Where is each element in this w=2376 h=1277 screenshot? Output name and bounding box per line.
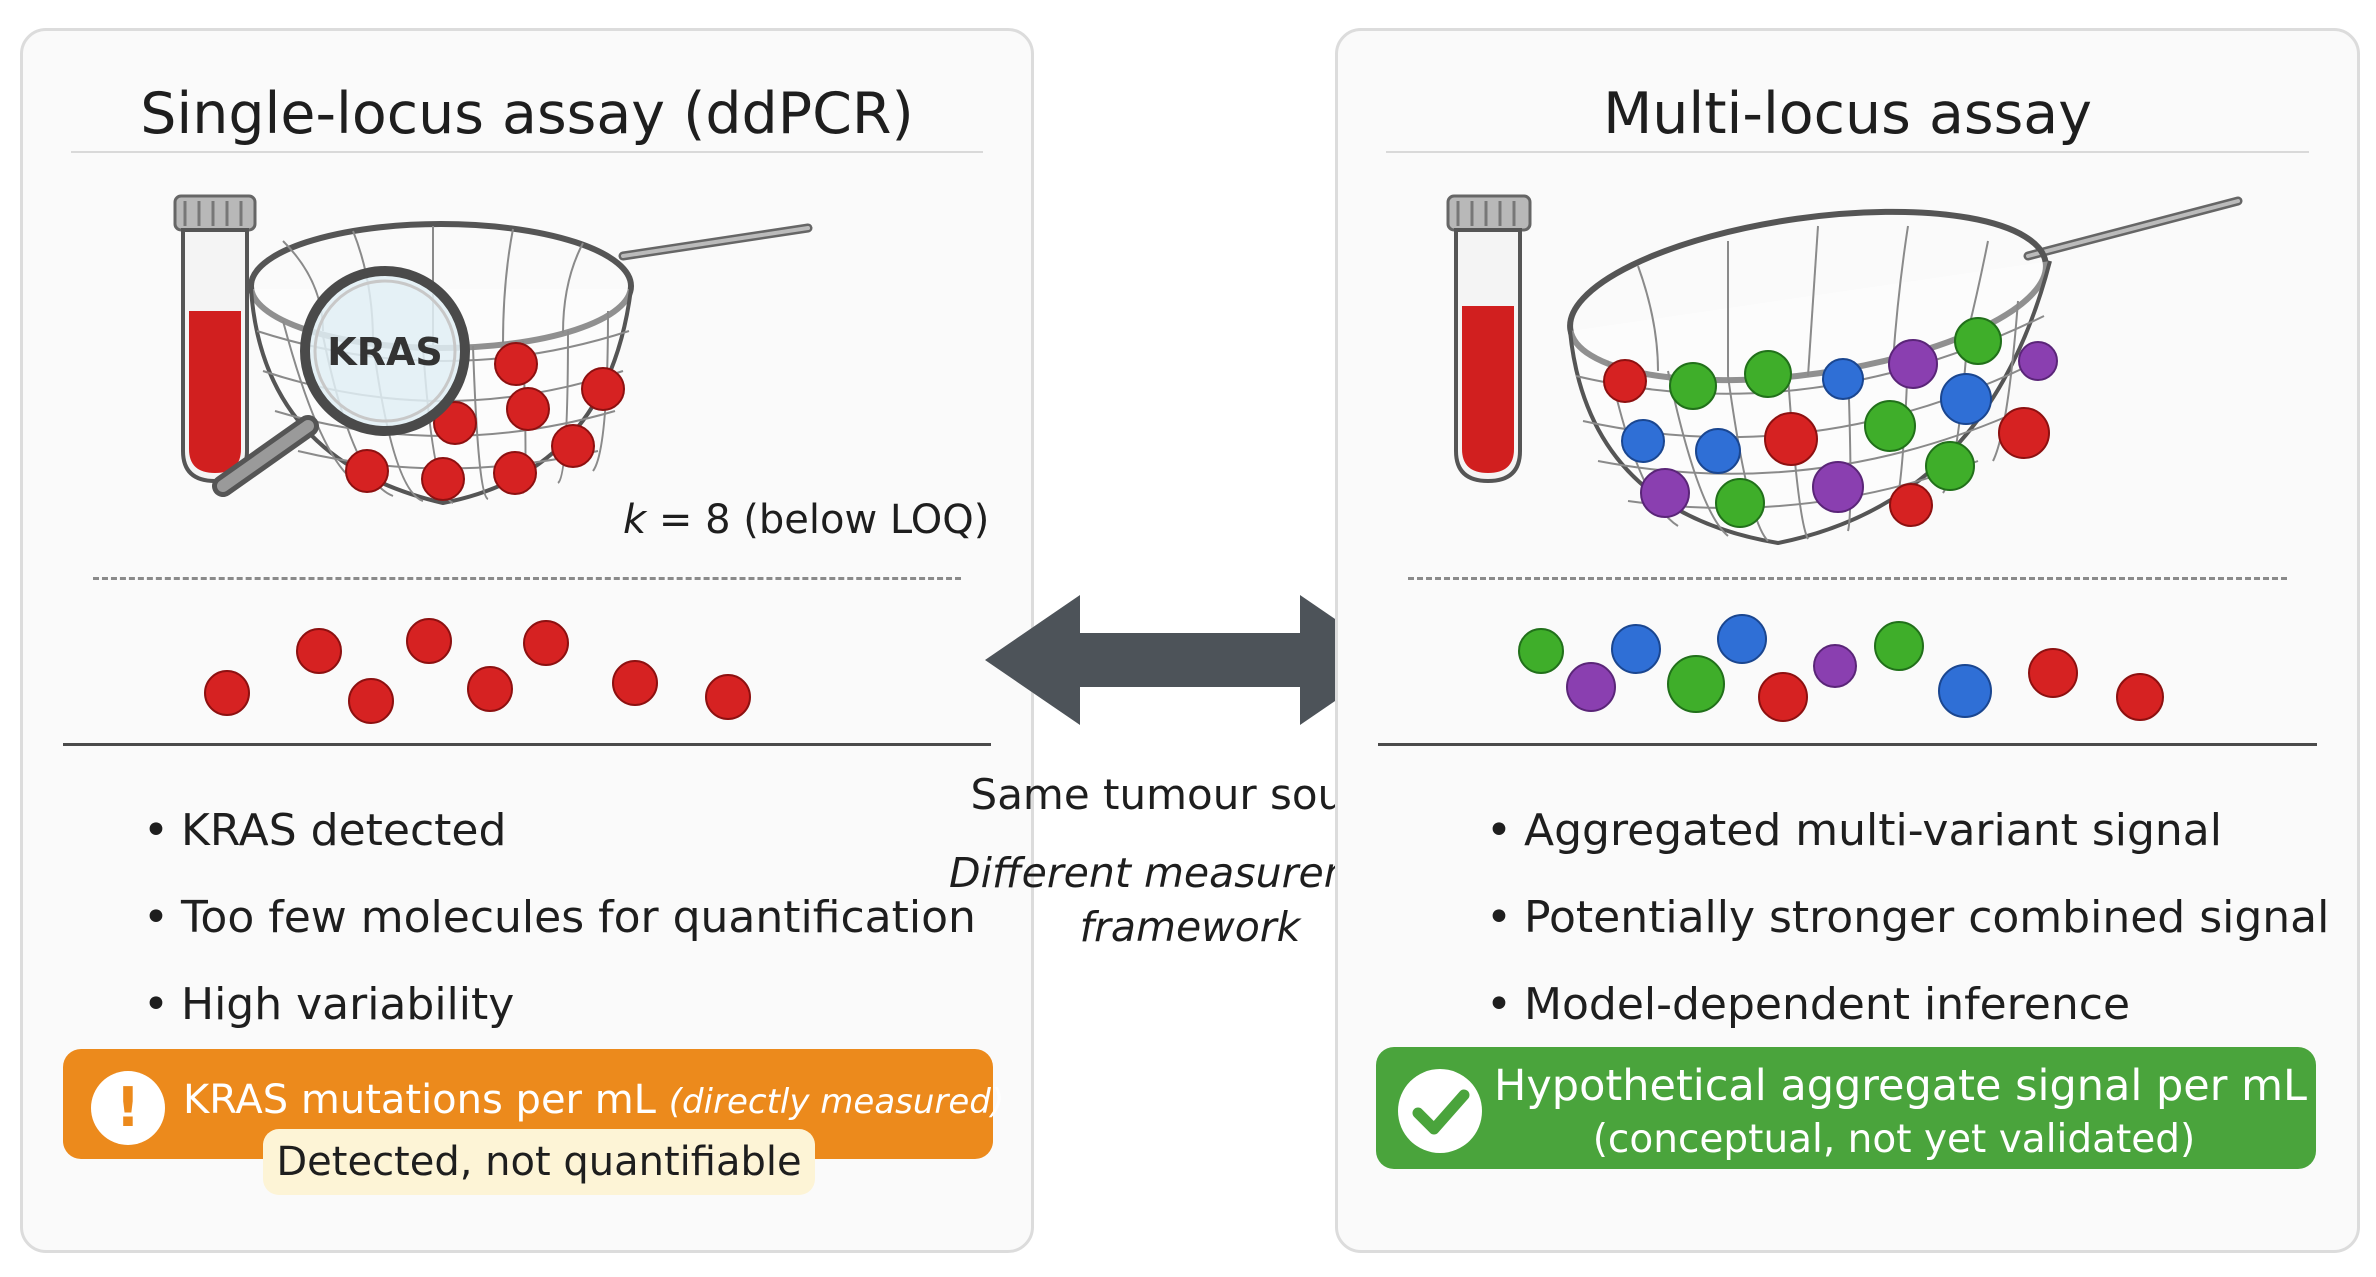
finding-item: Potentially stronger combined signal	[1486, 892, 2329, 979]
basket-molecules	[1603, 317, 2058, 528]
result-subtitle: Detected, not quantifiable	[263, 1129, 815, 1195]
multi-locus-findings: Aggregated multi-variant signal Potentia…	[1486, 805, 2329, 1066]
solid-divider	[63, 743, 991, 746]
free-molecules-right	[1518, 614, 2164, 722]
exclamation-icon: !	[91, 1071, 165, 1145]
finding-item: KRAS detected	[143, 805, 976, 892]
result-title: KRAS mutations per mL (directly measured…	[183, 1077, 1005, 1123]
basket-molecules	[345, 342, 625, 501]
molecule-count-label: k = 8 (below LOQ)	[623, 497, 990, 543]
dashed-divider	[93, 577, 961, 580]
finding-item: High variability	[143, 979, 976, 1066]
blood-tube-icon	[1446, 194, 1532, 484]
aggregate-signal-result-box: Hypothetical aggregate signal per mL (co…	[1376, 1047, 2316, 1169]
finding-item: Model-dependent inference	[1486, 979, 2329, 1066]
title-divider	[1386, 151, 2309, 153]
finding-item: Too few molecules for quantification	[143, 892, 976, 979]
finding-item: Aggregated multi-variant signal	[1486, 805, 2329, 892]
multi-locus-panel: Multi-locus assay	[1335, 28, 2360, 1253]
panel-title-multi-locus: Multi-locus assay	[1603, 81, 2092, 147]
single-locus-illustration: KRAS	[173, 194, 813, 724]
net-basket-icon	[1567, 196, 2243, 546]
single-locus-findings: KRAS detected Too few molecules for quan…	[143, 805, 976, 1066]
double-arrow-icon	[985, 595, 1395, 725]
blood-tube-icon	[173, 194, 257, 484]
result-title: Hypothetical aggregate signal per mL	[1494, 1061, 2307, 1111]
checkmark-icon	[1398, 1069, 1482, 1153]
result-subtitle: (conceptual, not yet validated)	[1592, 1117, 2196, 1162]
magnifier-icon	[212, 266, 470, 497]
direct-measurement-result-box: ! KRAS mutations per mL (directly measur…	[63, 1049, 1004, 1159]
multi-locus-illustration	[1446, 194, 2243, 722]
magnifier-label: KRAS	[327, 330, 442, 374]
title-divider	[71, 151, 983, 153]
single-locus-panel: Single-locus assay (ddPCR)	[20, 28, 1034, 1253]
solid-divider	[1378, 743, 2317, 746]
dashed-divider	[1408, 577, 2287, 580]
free-molecules-left	[204, 618, 751, 724]
panel-title-single-locus: Single-locus assay (ddPCR)	[140, 81, 914, 147]
